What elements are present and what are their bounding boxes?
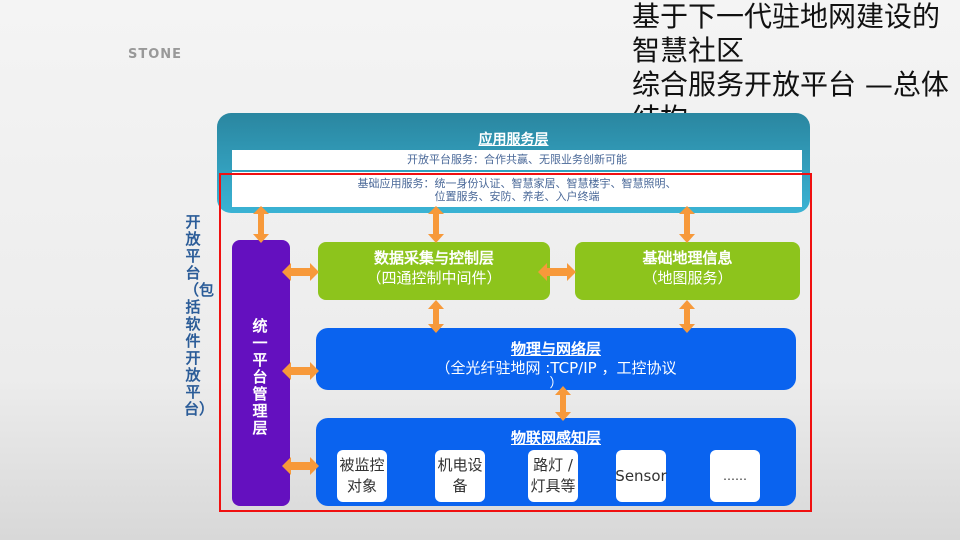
unified-management-layer: 统一平台管理层 — [232, 240, 290, 506]
double-arrow-icon — [282, 457, 319, 475]
application-service-layer: 应用服务层 开放平台服务：合作共赢、无限业务创新可能 基础应用服务：统一身份认证… — [217, 113, 810, 213]
physical-network-layer: 物理与网络层 （全光纤驻地网 :TCP/IP ，工控协议 ） — [316, 328, 796, 390]
double-arrow-icon — [679, 206, 695, 243]
basic-services-band: 基础应用服务：统一身份认证、智慧家居、智慧楼宇、智慧照明、 位置服务、安防、养老… — [232, 172, 802, 207]
double-arrow-icon — [679, 300, 695, 333]
layer-subtitle: （地图服务） — [642, 269, 733, 287]
layer-subtitle: （全光纤驻地网 :TCP/IP ，工控协议 — [435, 359, 677, 377]
device-box: 被监控对象 — [337, 450, 387, 502]
data-control-layer: 数据采集与控制层 （四通控制中间件） — [318, 242, 550, 300]
layer-title: 数据采集与控制层 — [373, 249, 494, 267]
device-box: 机电设备 — [435, 450, 485, 502]
layer-title: 基础地理信息 — [642, 249, 733, 267]
open-services-band: 开放平台服务：合作共赢、无限业务创新可能 — [232, 150, 802, 170]
device-box: …… — [710, 450, 760, 502]
device-box: Sensor — [615, 450, 667, 502]
device-box: 路灯 / 灯具等 — [528, 450, 578, 502]
layer-subtitle: （四通控制中间件） — [366, 269, 502, 287]
logo: STONE — [128, 47, 183, 62]
layer-title: 应用服务层 — [478, 132, 549, 148]
double-arrow-icon — [555, 386, 571, 421]
title-line: 基于下一代驻地网建设的 — [632, 0, 941, 33]
double-arrow-icon — [282, 263, 319, 281]
iot-sensing-layer: 物联网感知层 被监控对象 机电设备 路灯 / 灯具等 Sensor …… — [316, 418, 796, 506]
open-platform-frame — [219, 173, 812, 512]
double-arrow-icon — [253, 206, 269, 243]
title-line: 综合服务开放平台 —总体 — [632, 68, 949, 101]
layer-title: 物理与网络层 — [510, 340, 601, 358]
layer-title: 物联网感知层 — [510, 429, 601, 447]
layer-title: 统一平台管理层 — [252, 317, 268, 437]
title-line: 智慧社区 — [632, 34, 745, 67]
basic-services-line: 基础应用服务：统一身份认证、智慧家居、智慧楼宇、智慧照明、 — [357, 177, 677, 190]
double-arrow-icon — [428, 300, 444, 333]
double-arrow-icon — [282, 362, 319, 380]
layer-subtitle-end: ） — [549, 376, 563, 391]
basic-services-line: 位置服务、安防、养老、入户终端 — [434, 190, 600, 203]
double-arrow-icon — [538, 263, 576, 281]
geo-info-layer: 基础地理信息 （地图服务） — [575, 242, 800, 300]
open-platform-label: 开放平台（包括软件开放平台） — [184, 213, 215, 418]
double-arrow-icon — [428, 206, 444, 243]
